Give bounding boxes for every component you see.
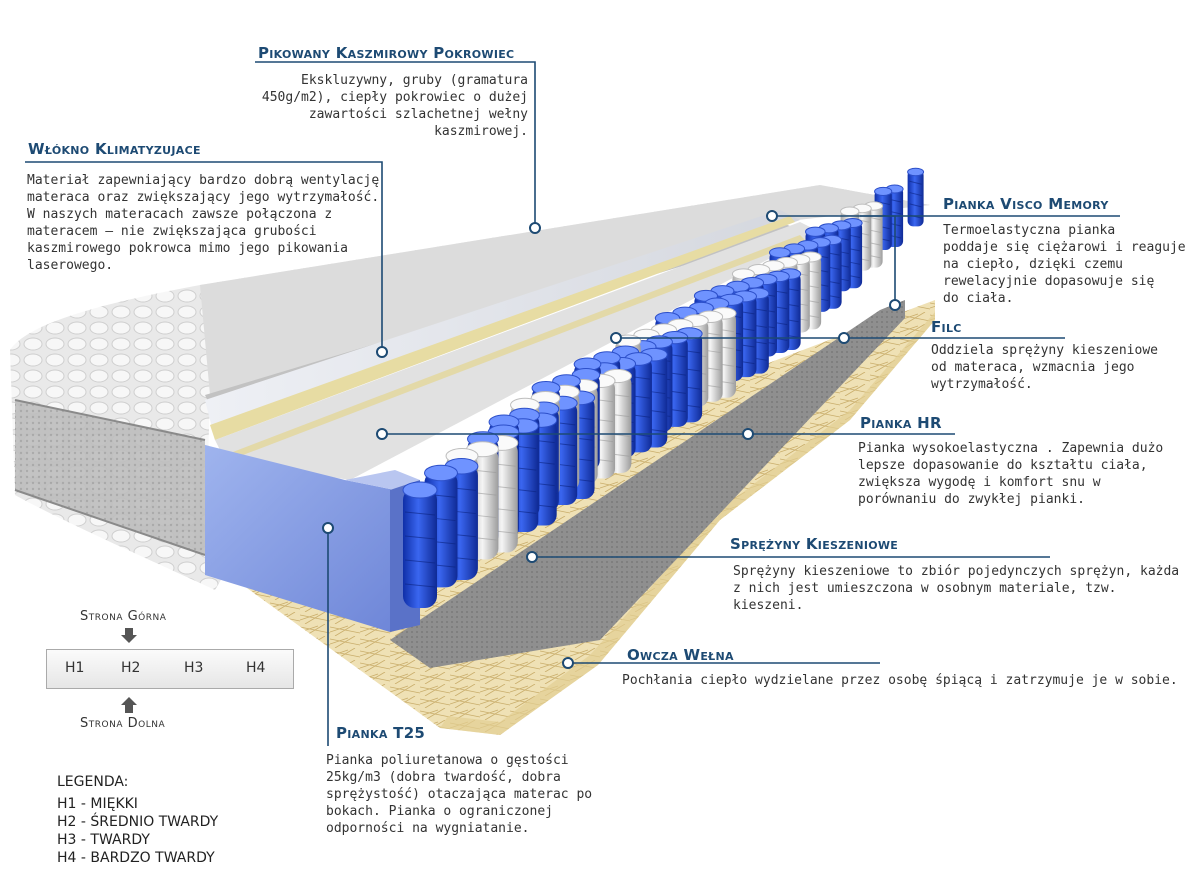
t25-title: Pianka T25 bbox=[336, 724, 426, 742]
felt-layer bbox=[390, 300, 905, 668]
wlokno-desc: Materiał zapewniający bardzo dobrą wenty… bbox=[27, 173, 380, 273]
t25-foam bbox=[205, 445, 395, 632]
hardness-level: H3 bbox=[184, 660, 204, 676]
hardness-level: H2 bbox=[121, 660, 141, 676]
legend-item: H4 - BARDZO TWARDY bbox=[57, 850, 215, 866]
leader-lines bbox=[25, 61, 1120, 746]
kaszmir-desc: Ekskluzywny, gruby (gramatura 450g/m2), … bbox=[261, 73, 528, 139]
wlokno-title: Włókno Klimatyzujace bbox=[28, 140, 201, 158]
sprezyny-title: Sprężyny Kieszeniowe bbox=[730, 535, 899, 553]
legend-item: H1 - MIĘKKI bbox=[57, 796, 138, 812]
spring-pocket bbox=[402, 481, 438, 608]
hardness-level: H1 bbox=[65, 660, 85, 676]
t25-desc: Pianka poliuretanowa o gęstości 25kg/m3 … bbox=[326, 753, 593, 836]
pocket-springs bbox=[402, 167, 925, 608]
legend-item: H2 - ŚREDNIO TWARDY bbox=[57, 814, 219, 830]
legend-item: H3 - TWARDY bbox=[57, 832, 150, 848]
legend-heading: LEGENDA: bbox=[57, 774, 129, 790]
sprezyny-desc: Sprężyny kieszeniowe to zbiór pojedynczy… bbox=[733, 564, 1180, 613]
side-arrows bbox=[121, 628, 137, 713]
welna-title: Owcza Wełna bbox=[627, 646, 734, 664]
filc-title: Filc bbox=[931, 318, 962, 336]
top-side-label: Strona Górna bbox=[80, 609, 167, 624]
visco-desc: Termoelastyczna pianka poddaje się cięża… bbox=[943, 223, 1186, 306]
leader-dots bbox=[322, 210, 901, 669]
bottom-side-label: Strona Dolna bbox=[80, 716, 166, 731]
spring-pocket bbox=[907, 167, 925, 227]
visco-title: Pianka Visco Memory bbox=[943, 195, 1109, 213]
filc-desc: Oddziela sprężyny kieszeniowe od materac… bbox=[931, 343, 1158, 392]
hr-desc: Pianka wysokoelastyczna . Zapewnia dużo … bbox=[858, 441, 1164, 507]
hr-title: Pianka HR bbox=[860, 414, 942, 432]
welna-desc: Pochłania ciepło wydzielane przez osobę … bbox=[622, 673, 1178, 688]
hardness-level: H4 bbox=[246, 660, 266, 676]
kaszmir-title: Pikowany Kaszmirowy Pokrowiec bbox=[258, 44, 515, 62]
hardness-scale: H1 H2 H3 H4 bbox=[46, 649, 294, 689]
